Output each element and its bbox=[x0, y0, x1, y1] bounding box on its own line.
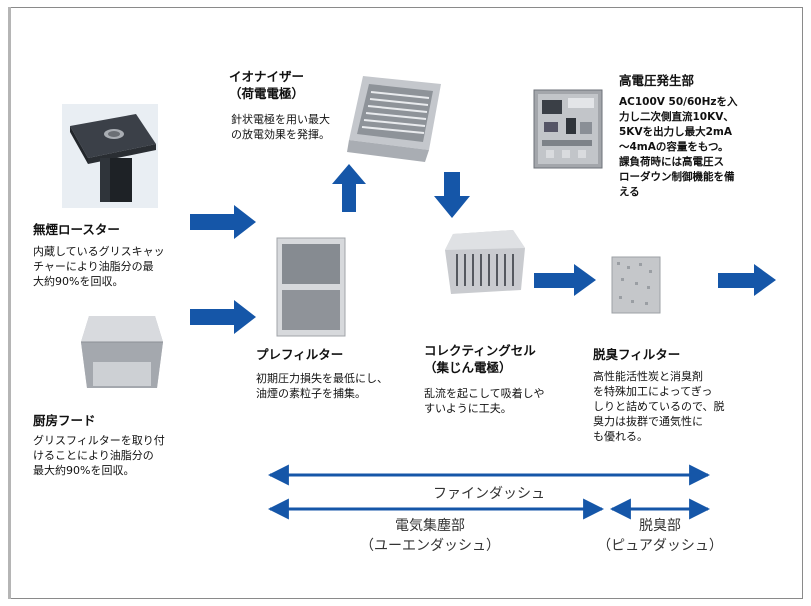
fine-dash-label: ファインダッシュ bbox=[433, 486, 545, 502]
collecting-desc: 乱流を起こして吸着しや すいように工夫。 bbox=[424, 387, 545, 415]
deodor-title: 脱臭フィルター bbox=[593, 347, 681, 362]
hv-generator-photo bbox=[533, 89, 603, 169]
hv-title: 高電圧発生部 bbox=[619, 73, 695, 88]
deodor-filter-photo bbox=[611, 256, 661, 314]
arrow-roaster-to-prefilter bbox=[190, 205, 256, 239]
prefilter-desc: 初期圧力損失を最低にし、 油煙の素粒子を捕集。 bbox=[256, 372, 388, 400]
electric-label: 電気集塵部 （ユーエンダッシュ） bbox=[360, 518, 500, 554]
roaster-photo bbox=[62, 104, 158, 208]
roaster-desc: 内蔵しているグリスキャッ チャーにより油脂分の最 大約90%を回収。 bbox=[33, 245, 165, 288]
arrow-hood-to-prefilter bbox=[190, 300, 256, 334]
roaster-title: 無煙ロースター bbox=[33, 222, 120, 237]
arrow-collecting-to-deodor bbox=[534, 264, 596, 296]
collecting-cell-photo bbox=[445, 230, 525, 294]
ionizer-desc: 針状電極を用い最大 の放電効果を発揮。 bbox=[231, 113, 330, 141]
collecting-title: コレクティングセル （集じん電極） bbox=[424, 343, 536, 375]
prefilter-title: プレフィルター bbox=[256, 347, 344, 362]
deodor-section-label: 脱臭部 （ピュアダッシュ） bbox=[597, 518, 723, 554]
prefilter-photo bbox=[276, 237, 346, 337]
hood-title: 厨房フード bbox=[33, 413, 96, 428]
frame-left-edge bbox=[8, 7, 11, 599]
ionizer-title: イオナイザー （荷電電極） bbox=[229, 69, 305, 101]
deodor-desc: 高性能活性炭と消臭剤 を特殊加工によってぎっ しりと詰めているので、脱 臭力は抜… bbox=[593, 370, 725, 443]
ionizer-photo bbox=[347, 76, 441, 162]
arrow-up-to-ionizer bbox=[332, 164, 366, 212]
hood-photo bbox=[81, 316, 163, 388]
arrow-down-to-collecting bbox=[434, 172, 470, 218]
hv-desc: AC100V 50/60Hzを入 力し二次側直流10KV、 5KVを出力し最大2… bbox=[619, 96, 738, 198]
hood-desc: グリスフィルターを取り付 けることにより油脂分の 最大約90%を回収。 bbox=[33, 434, 165, 477]
arrow-exhaust bbox=[718, 264, 776, 296]
